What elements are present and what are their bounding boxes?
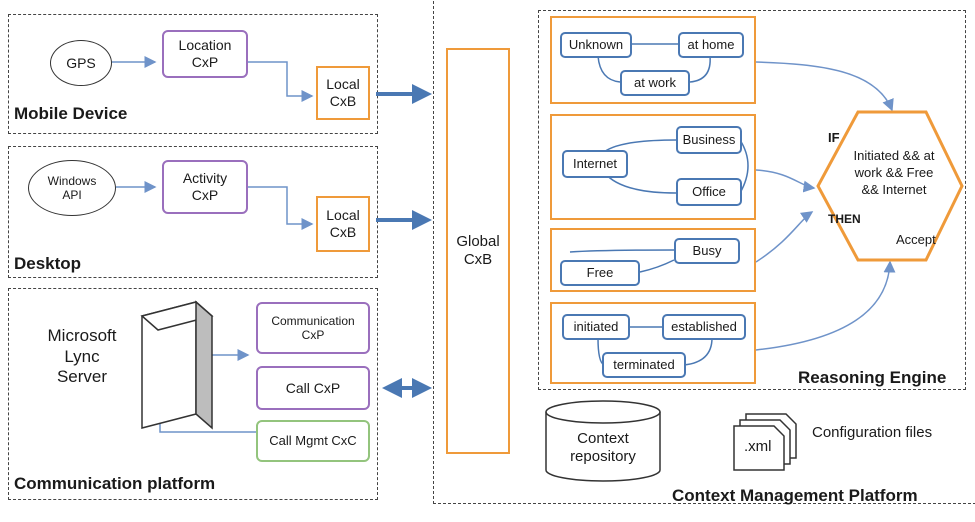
location-state-group (550, 16, 756, 104)
rule-condition: Initiated && at work && Free && Internet (853, 148, 935, 197)
communication-platform-title: Communication platform (14, 474, 216, 493)
gps-node: GPS (50, 40, 112, 86)
mobile-device-title: Mobile Device (14, 104, 128, 123)
configuration-files-label: Configuration files (812, 424, 933, 441)
availability-state-group (550, 228, 756, 292)
communication-platform-panel (8, 288, 378, 500)
rule-then-label: THEN (828, 212, 861, 226)
rule-action: Accept (896, 232, 936, 247)
state-established: established (662, 314, 746, 340)
global-cxb-node: Global CxB (446, 48, 510, 454)
mobile-local-cxb-node: Local CxB (316, 66, 370, 120)
desktop-local-cxb-node: Local CxB (316, 196, 370, 252)
xml-file-icon-label: .xml (744, 438, 772, 455)
desktop-panel (8, 146, 378, 278)
mobile-device-panel (8, 14, 378, 134)
state-terminated: terminated (602, 352, 686, 378)
context-management-platform-title: Context Management Platform (672, 486, 918, 505)
reasoning-engine-title: Reasoning Engine (798, 368, 947, 387)
context-repository-label: Context repository (570, 430, 636, 465)
state-at-work: at work (620, 70, 690, 96)
reasoning-engine-panel (538, 10, 966, 390)
state-business: Business (676, 126, 742, 154)
network-state-group (550, 114, 756, 220)
state-initiated: initiated (562, 314, 630, 340)
call-mgmt-cxc-node: Call Mgmt CxC (256, 420, 370, 462)
lync-server-label: Microsoft Lync Server (34, 318, 130, 396)
state-internet: Internet (562, 150, 628, 178)
context-management-platform-panel (433, 0, 975, 504)
desktop-title: Desktop (14, 254, 82, 273)
communication-cxp-node: Communication CxP (256, 302, 370, 354)
windows-api-node: Windows API (28, 160, 116, 216)
state-busy: Busy (674, 238, 740, 264)
call-state-group (550, 302, 756, 384)
call-cxp-node: Call CxP (256, 366, 370, 410)
state-free: Free (560, 260, 640, 286)
location-cxp-node: Location CxP (162, 30, 248, 78)
rule-if-label: IF (828, 130, 840, 145)
activity-cxp-node: Activity CxP (162, 160, 248, 214)
state-office: Office (676, 178, 742, 206)
state-unknown: Unknown (560, 32, 632, 58)
state-at-home: at home (678, 32, 744, 58)
